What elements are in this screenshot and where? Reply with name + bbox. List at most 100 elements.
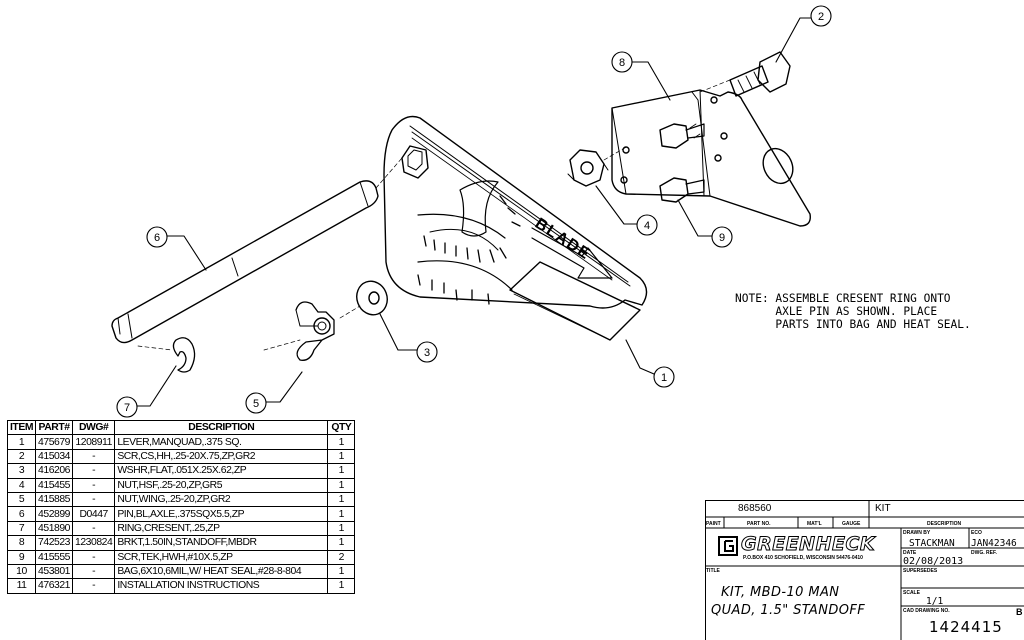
- bom-part: 415555: [36, 550, 73, 564]
- tb-title-line2: QUAD, 1.5" STANDOFF: [711, 603, 865, 618]
- bom-dwg: -: [73, 449, 115, 463]
- bom-qty: 1: [328, 435, 355, 449]
- tb-dwg-no: 1424415: [929, 618, 1003, 636]
- hex-head-screw: [700, 52, 790, 96]
- bom-item: 4: [8, 478, 36, 492]
- bom-qty: 1: [328, 449, 355, 463]
- tb-dwg-no-label: CAD DRAWING NO.: [903, 608, 950, 614]
- tb-date: 02/08/2013: [903, 556, 963, 567]
- balloon-8: 8: [612, 52, 670, 100]
- bom-description: BAG,6X10,6MIL,W/ HEAT SEAL,#28-8-804: [115, 564, 328, 578]
- bom-header-item: ITEM: [8, 421, 36, 435]
- bom-description: LEVER,MANQUAD,.375 SQ.: [115, 435, 328, 449]
- title-block: 868560 KIT PAINT PART NO. MAT'L GAUGE DE…: [705, 500, 1024, 640]
- svg-text:9: 9: [719, 232, 725, 244]
- svg-text:7: 7: [124, 402, 130, 414]
- logo-address: P.O.BOX 410 SCHOFIELD, WISCONSIN 54476-0…: [743, 555, 863, 561]
- bom-description: RING,CRESENT,.25,ZP: [115, 521, 328, 535]
- balloon-3: 3: [380, 314, 437, 362]
- bom-header-dwg: DWG#: [73, 421, 115, 435]
- bom-item: 6: [8, 507, 36, 521]
- balloon-7: 7: [117, 366, 176, 417]
- bom-qty: 1: [328, 507, 355, 521]
- bom-qty: 1: [328, 564, 355, 578]
- bom-item: 3: [8, 464, 36, 478]
- tb-col-part-no: PART NO.: [747, 521, 771, 527]
- bom-part: 453801: [36, 564, 73, 578]
- balloon-9: 9: [678, 200, 732, 247]
- bom-part: 415885: [36, 492, 73, 506]
- flat-washer: [340, 277, 392, 319]
- logo-mark-icon: [717, 535, 739, 557]
- bom-description: SCR,TEK,HWH,#10X.5,ZP: [115, 550, 328, 564]
- bom-qty: 1: [328, 579, 355, 593]
- tb-part-no: 868560: [738, 503, 771, 514]
- logo-wordmark: GREENHECK: [741, 533, 875, 555]
- bom-item: 9: [8, 550, 36, 564]
- svg-text:1: 1: [661, 372, 667, 384]
- bom-part: 451890: [36, 521, 73, 535]
- bom-item: 8: [8, 536, 36, 550]
- balloon-5: 5: [246, 372, 302, 413]
- bom-dwg: 1208911: [73, 435, 115, 449]
- bom-qty: 1: [328, 536, 355, 550]
- bom-part: 415034: [36, 449, 73, 463]
- wing-nut: [264, 302, 334, 360]
- bom-part: 475679: [36, 435, 73, 449]
- bom-description: WSHR,FLAT,.051X.25X.62,ZP: [115, 464, 328, 478]
- standoff-bracket: [612, 90, 810, 226]
- bom-item: 11: [8, 579, 36, 593]
- bom-qty: 2: [328, 550, 355, 564]
- bom-dwg: 1230824: [73, 536, 115, 550]
- bom-dwg: -: [73, 564, 115, 578]
- svg-text:2: 2: [818, 11, 824, 23]
- tb-scale-label: SCALE: [903, 590, 920, 596]
- tb-edge-letter: B: [1016, 607, 1023, 617]
- bom-description: INSTALLATION INSTRUCTIONS: [115, 579, 328, 593]
- bom-dwg: -: [73, 550, 115, 564]
- bom-part: 476321: [36, 579, 73, 593]
- bom-part: 742523: [36, 536, 73, 550]
- bom-dwg: -: [73, 492, 115, 506]
- crescent-ring: [173, 338, 194, 372]
- bom-description: SCR,CS,HH,.25-20X.75,ZP,GR2: [115, 449, 328, 463]
- svg-text:6: 6: [154, 232, 160, 244]
- tb-eco: JAN42346: [971, 538, 1017, 549]
- bom-item: 7: [8, 521, 36, 535]
- tb-drawn-by-label: DRAWN BY: [903, 530, 930, 536]
- tb-col-gauge: GAUGE: [842, 521, 860, 527]
- bom-part: 452899: [36, 507, 73, 521]
- bom-dwg: -: [73, 464, 115, 478]
- bom-header-description: DESCRIPTION: [115, 421, 328, 435]
- balloon-2: 2: [776, 6, 831, 62]
- tb-supersedes-label: SUPERSEDES: [903, 568, 937, 574]
- tb-title-line1: KIT, MBD-10 MAN: [721, 585, 839, 600]
- tb-drawn-by: STACKMAN: [909, 538, 955, 549]
- svg-text:8: 8: [619, 57, 625, 69]
- tb-col-description: DESCRIPTION: [927, 521, 961, 527]
- bom-item: 10: [8, 564, 36, 578]
- tb-col-paint: PAINT: [706, 521, 721, 527]
- bom-item: 1: [8, 435, 36, 449]
- bom-part: 416206: [36, 464, 73, 478]
- lever-quadrant-plate: BLADE: [384, 117, 647, 341]
- tek-screws: [660, 124, 704, 202]
- bom-part: 415455: [36, 478, 73, 492]
- bom-description: PIN,BL,AXLE,.375SQX5.5,ZP: [115, 507, 328, 521]
- svg-text:5: 5: [253, 398, 259, 410]
- balloon-6: 6: [147, 227, 206, 270]
- bom-qty: 1: [328, 521, 355, 535]
- bom-qty: 1: [328, 492, 355, 506]
- assembly-note: NOTE: ASSEMBLE CRESENT RING ONTO AXLE PI…: [735, 292, 1005, 331]
- bom-header-part: PART#: [36, 421, 73, 435]
